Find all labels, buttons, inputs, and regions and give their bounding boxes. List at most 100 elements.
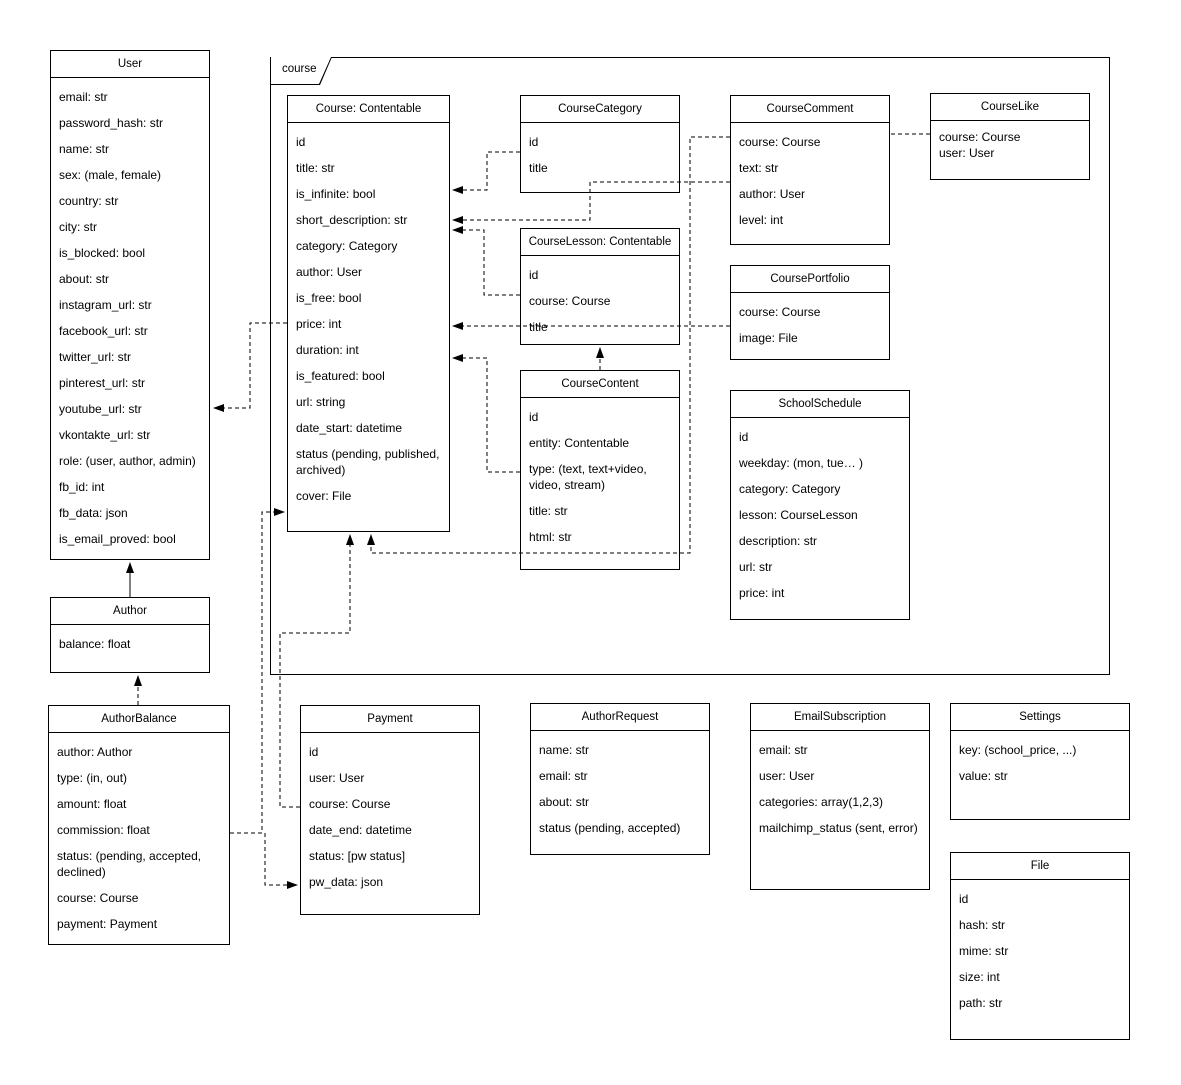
field-school-schedule-3: lesson: CourseLesson bbox=[739, 508, 858, 522]
field-user-2: name: str bbox=[59, 142, 110, 156]
field-author-balance-4: status: (pending, accepted, declined) bbox=[57, 849, 202, 879]
field-author-balance-3: commission: float bbox=[57, 823, 150, 837]
course-package-label: course bbox=[282, 63, 317, 75]
entity-fields-settings: key: (school_price, ...) value: str bbox=[951, 731, 1129, 798]
field-course-lesson-0: id bbox=[529, 268, 539, 282]
field-course-2: is_infinite: bool bbox=[296, 187, 376, 201]
field-user-6: is_blocked: bool bbox=[59, 246, 146, 260]
entity-fields-course-like: course: Course user: User bbox=[931, 121, 1089, 165]
field-settings-0: key: (school_price, ...) bbox=[959, 743, 1077, 757]
field-course-comment-3: level: int bbox=[739, 213, 784, 227]
field-course-like-1: user: User bbox=[939, 146, 995, 160]
field-school-schedule-4: description: str bbox=[739, 534, 818, 548]
field-user-4: country: str bbox=[59, 194, 119, 208]
field-course-4: category: Category bbox=[296, 239, 398, 253]
field-user-7: about: str bbox=[59, 272, 110, 286]
connector-author-balance-to-payment[interactable] bbox=[230, 832, 298, 889]
field-author-request-0: name: str bbox=[539, 743, 590, 757]
field-payment-0: id bbox=[309, 745, 319, 759]
field-course-comment-2: author: User bbox=[739, 187, 806, 201]
entity-title-school-schedule: SchoolSchedule bbox=[731, 391, 909, 418]
field-course-portfolio-0: course: Course bbox=[739, 305, 821, 319]
field-user-13: vkontakte_url: str bbox=[59, 428, 151, 442]
field-user-12: youtube_url: str bbox=[59, 402, 142, 416]
field-course-category-0: id bbox=[529, 135, 539, 149]
field-payment-2: course: Course bbox=[309, 797, 391, 811]
entity-fields-course-content: id entity: Contentable type: (text, text+v… bbox=[521, 398, 679, 559]
entity-title-course-lesson: CourseLesson: Contentable bbox=[521, 229, 679, 256]
field-file-2: mime: str bbox=[959, 944, 1009, 958]
entity-title-course-portfolio: CoursePortfolio bbox=[731, 266, 889, 293]
entity-title-course-comment: CourseComment bbox=[731, 96, 889, 123]
entity-title-course-content: CourseContent bbox=[521, 371, 679, 398]
field-course-content-0: id bbox=[529, 410, 539, 424]
field-file-0: id bbox=[959, 892, 969, 906]
field-user-5: city: str bbox=[59, 220, 97, 234]
course-package-tab bbox=[271, 57, 331, 84]
field-school-schedule-6: price: int bbox=[739, 586, 785, 600]
field-email-subscription-3: mailchimp_status (sent, error) bbox=[759, 821, 918, 835]
entity-title-author-balance: AuthorBalance bbox=[49, 706, 229, 733]
field-email-subscription-2: categories: array(1,2,3) bbox=[759, 795, 884, 809]
field-author-balance-1: type: (in, out) bbox=[57, 771, 128, 785]
field-course-lesson-2: title bbox=[529, 320, 548, 334]
field-course-9: is_featured: bool bbox=[296, 369, 385, 383]
entity-title-author-request: AuthorRequest bbox=[531, 704, 709, 731]
field-payment-5: pw_data: json bbox=[309, 875, 384, 889]
field-file-4: path: str bbox=[959, 996, 1003, 1010]
field-course-content-2: type: (text, text+video, video, stream) bbox=[529, 462, 647, 492]
field-course-6: is_free: bool bbox=[296, 291, 362, 305]
field-email-subscription-1: user: User bbox=[759, 769, 815, 783]
entity-fields-author: balance: float bbox=[51, 625, 209, 666]
field-course-content-1: entity: Contentable bbox=[529, 436, 630, 450]
entity-course-content[interactable]: CourseContent id entity: Contentable type: … bbox=[520, 370, 680, 570]
field-file-1: hash: str bbox=[959, 918, 1006, 932]
field-author-request-3: status (pending, accepted) bbox=[539, 821, 681, 835]
field-payment-4: status: [pw status] bbox=[309, 849, 406, 863]
field-course-10: url: string bbox=[296, 395, 346, 409]
entity-author-balance[interactable]: AuthorBalance author: Author type: (in, ou… bbox=[48, 705, 230, 945]
field-course-3: short_description: str bbox=[296, 213, 408, 227]
field-course-like-0: course: Course bbox=[939, 130, 1021, 144]
field-user-15: fb_id: int bbox=[59, 480, 105, 494]
field-author-balance-0: author: Author bbox=[57, 745, 133, 759]
field-user-9: facebook_url: str bbox=[59, 324, 148, 338]
field-user-10: twitter_url: str bbox=[59, 350, 132, 364]
entity-title-file: File bbox=[951, 853, 1129, 880]
entity-title-email-subscription: EmailSubscription bbox=[751, 704, 929, 731]
field-school-schedule-2: category: Category bbox=[739, 482, 841, 496]
field-author-request-1: email: str bbox=[539, 769, 588, 783]
field-course-5: author: User bbox=[296, 265, 363, 279]
field-user-8: instagram_url: str bbox=[59, 298, 152, 312]
field-settings-1: value: str bbox=[959, 769, 1008, 783]
entity-title-payment: Payment bbox=[301, 706, 479, 733]
field-user-17: is_email_proved: bool bbox=[59, 532, 176, 546]
field-payment-3: date_end: datetime bbox=[309, 823, 412, 837]
field-course-0: id bbox=[296, 135, 306, 149]
field-author-balance-6: payment: Payment bbox=[57, 917, 158, 931]
